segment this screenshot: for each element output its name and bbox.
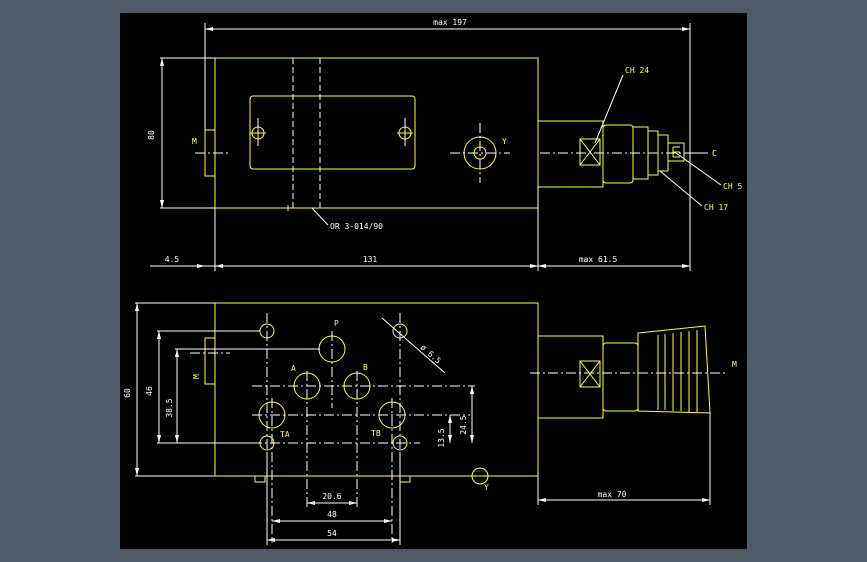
dim-24-5: 24.5 — [459, 415, 468, 434]
knob — [637, 325, 711, 414]
left-stub-bottom — [204, 337, 216, 385]
technical-drawing: max 197 80 4.5 131 max 61.5 M Y C CH 24 … — [123, 18, 742, 545]
dim-max-61-5: max 61.5 — [579, 255, 618, 264]
dim-height-46: 46 — [145, 386, 154, 396]
label-m-top: M — [192, 137, 197, 146]
dim-hole-dia: ø 6.5 — [419, 343, 443, 366]
label-port-tb: TB — [371, 429, 381, 438]
label-m-bottom-left: M — [192, 374, 201, 379]
dim-131: 131 — [363, 255, 378, 264]
pin-left — [254, 475, 266, 483]
label-c: C — [712, 149, 717, 158]
screw-head — [667, 142, 685, 162]
label-port-ta: TA — [280, 430, 290, 439]
lock-nut — [602, 124, 634, 184]
label-oring: OR 3-014/90 — [330, 222, 383, 231]
dim-max-197: max 197 — [433, 18, 467, 27]
label-port-p: P — [334, 319, 339, 328]
label-m-bottom-right: M — [732, 360, 737, 369]
label-y-top: Y — [502, 137, 507, 146]
dim-height-80: 80 — [147, 130, 156, 140]
label-port-b: B — [363, 363, 368, 372]
label-ch17: CH 17 — [704, 203, 728, 212]
label-ch24: CH 24 — [625, 66, 649, 75]
dim-max-70: max 70 — [598, 490, 627, 499]
label-y-bottom: Y — [484, 483, 489, 492]
adjuster-square-bottom — [579, 360, 601, 388]
dim-4-5: 4.5 — [165, 255, 180, 264]
adjuster-square — [579, 138, 601, 166]
port-y-bottom — [471, 467, 489, 485]
dim-48: 48 — [327, 510, 337, 519]
dim-13-5: 13.5 — [437, 428, 446, 447]
label-ch5: CH 5 — [723, 182, 742, 191]
dim-38-5: 38.5 — [165, 398, 174, 417]
dim-height-60: 60 — [123, 388, 132, 398]
dim-20-6: 20.6 — [322, 492, 341, 501]
dim-54: 54 — [327, 529, 337, 538]
top-view: max 197 80 4.5 131 max 61.5 M Y C CH 24 … — [147, 18, 742, 271]
label-plate — [249, 95, 416, 170]
drawing-sheet: max 197 80 4.5 131 max 61.5 M Y C CH 24 … — [120, 13, 747, 549]
valve-body-bottom — [214, 302, 539, 477]
knob-neck — [602, 342, 639, 412]
pin-right — [399, 475, 411, 483]
label-port-a: A — [291, 364, 296, 373]
bottom-view: 60 46 38.5 24.5 13.5 20.6 48 54 max 70 — [123, 302, 737, 545]
cartridge-body — [537, 120, 604, 188]
cartridge-body-bottom — [537, 335, 604, 419]
